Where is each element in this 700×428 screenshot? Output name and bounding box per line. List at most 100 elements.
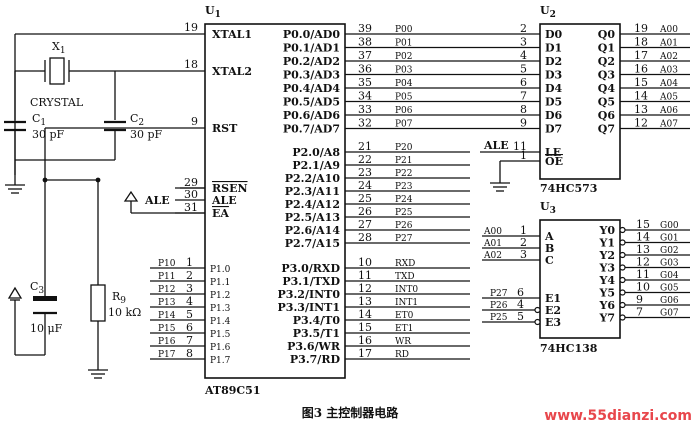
pin-name: P3.3/INT1	[278, 301, 340, 314]
pin-number: 23	[358, 166, 372, 179]
net-label: P23	[395, 182, 413, 192]
net-label: A02	[483, 251, 502, 261]
pin-number: 32	[358, 117, 372, 130]
pin-number: 2	[520, 22, 527, 35]
pin-number: 9	[520, 117, 527, 130]
u2-pin-d3: 5 D3	[520, 63, 562, 82]
net-label: RD	[395, 350, 409, 360]
pin-number: 21	[358, 140, 372, 153]
net-label: WR	[395, 337, 411, 347]
pin-name: P0.3/AD3	[283, 69, 340, 82]
inversion-bubble	[619, 289, 626, 296]
net-label: RXD	[395, 259, 415, 269]
pin-name: P2.2/A10	[285, 172, 341, 185]
pin-name: P1.2	[210, 291, 230, 301]
net-label: ET1	[395, 324, 413, 334]
net-label: P27	[395, 234, 413, 244]
inversion-bubble	[619, 264, 626, 271]
pin-name: RSEN	[212, 182, 248, 195]
pin-name: P2.5/A13	[285, 211, 340, 224]
net-label: P00	[395, 25, 413, 35]
net-label: P26	[490, 301, 508, 311]
pin-number: 1	[186, 256, 193, 269]
pin-number: 39	[358, 22, 372, 35]
pin-name: P3.4/T0	[293, 314, 341, 327]
pin-number: 12	[636, 256, 650, 269]
pin-number: 13	[636, 243, 650, 256]
net-label: P03	[395, 66, 413, 76]
pin-name: Y4	[598, 274, 615, 287]
x1-ref: X1	[52, 40, 66, 56]
pin-name: D3	[545, 69, 562, 82]
pin-number: 3	[520, 36, 527, 49]
pin-name: RST	[212, 122, 238, 135]
net-label: TXD	[395, 272, 415, 282]
pin-name: P2.1/A9	[292, 159, 340, 172]
pin-number: 34	[358, 90, 372, 103]
c2-value: 30 pF	[130, 128, 163, 141]
pin-name: P0.6/AD6	[283, 109, 341, 122]
pin-name: Q2	[598, 55, 615, 68]
pin-number: 5	[520, 63, 527, 76]
net-label: P27	[490, 289, 508, 299]
c3-value: 10 μF	[30, 322, 63, 335]
pin-number: 8	[186, 347, 193, 360]
pin-number: 7	[520, 90, 527, 103]
pin-number: 13	[634, 103, 648, 116]
pin-number: 31	[184, 201, 198, 214]
pin-number: 19	[184, 21, 198, 34]
pin-number: 27	[358, 218, 372, 231]
pin-number: 25	[358, 192, 372, 205]
net-label: P17	[158, 350, 176, 360]
pin-number: 33	[358, 103, 372, 116]
u1-pin-ea: 31 EA	[175, 201, 229, 220]
u2-part: 74HC573	[540, 182, 597, 195]
net-label: G05	[660, 284, 679, 294]
net-label: P25	[395, 208, 413, 218]
pin-number: 4	[186, 295, 193, 308]
pin-name: D6	[545, 109, 563, 122]
net-label: ET0	[395, 311, 414, 321]
c1-value: 30 pF	[32, 128, 65, 141]
pin-number: 4	[517, 298, 524, 311]
pin-number: 8	[520, 103, 527, 116]
pin-name: D7	[545, 123, 562, 136]
u1-part: AT89C51	[204, 384, 261, 397]
u3-ref: U3	[540, 200, 556, 216]
pin-number: 26	[358, 205, 372, 218]
pin-number: 17	[358, 347, 372, 360]
inversion-bubble	[534, 306, 541, 314]
pin-number: 11	[636, 268, 650, 281]
pin-number: 24	[358, 179, 372, 192]
net-label: G06	[660, 296, 679, 306]
net-label: P02	[395, 52, 413, 62]
pin-number: 15	[358, 321, 372, 334]
pin-number: 16	[358, 334, 372, 347]
static-wiring	[4, 33, 540, 379]
pin-number: 13	[358, 295, 372, 308]
inversion-bubble	[534, 318, 541, 326]
u2-pin-d6: 8 D6	[520, 103, 563, 122]
pin-name: EA	[212, 207, 229, 220]
net-label: G04	[660, 271, 679, 281]
